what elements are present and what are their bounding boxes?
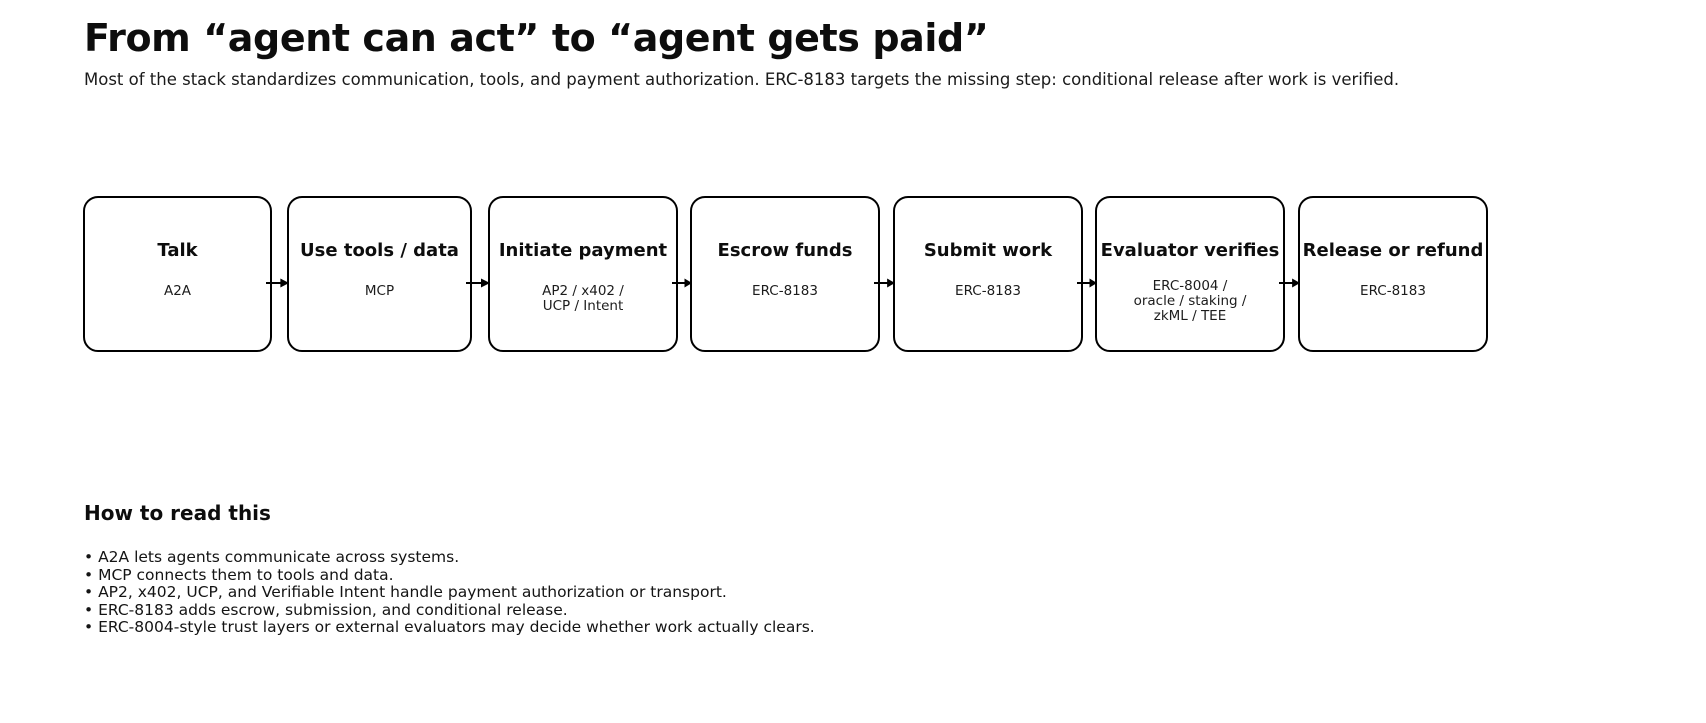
notes-heading: How to read this xyxy=(84,501,271,525)
note-item: • ERC-8004-style trust layers or externa… xyxy=(84,618,815,636)
flow-step-subtitle: A2A xyxy=(163,283,192,299)
page-title: From “agent can act” to “agent gets paid… xyxy=(84,16,989,60)
note-item: • A2A lets agents communicate across sys… xyxy=(84,548,460,566)
flow-step-title: Use tools / data xyxy=(300,240,459,261)
notes-list: • A2A lets agents communicate across sys… xyxy=(84,549,815,637)
flow-step-title: Talk xyxy=(157,240,198,261)
note-item: • MCP connects them to tools and data. xyxy=(84,565,394,584)
note-item: • ERC-8183 adds escrow, submission, and … xyxy=(84,600,568,619)
flow-step-subtitle: ERC-8183 xyxy=(955,283,1021,299)
flow-step-subtitle: ERC-8004 / oracle / staking / zkML / TEE xyxy=(1133,278,1247,324)
flow-step-title: Submit work xyxy=(923,240,1053,261)
flow-step-title: Escrow funds xyxy=(717,240,853,261)
flow-step-subtitle: ERC-8183 xyxy=(1360,283,1426,299)
flow-step-title: Evaluator verifies xyxy=(1100,240,1280,261)
flow-step-subtitle: AP2 / x402 / UCP / Intent xyxy=(542,283,624,314)
note-item: • AP2, x402, UCP, and Verifiable Intent … xyxy=(84,583,727,601)
flow-step-title: Initiate payment xyxy=(498,240,668,261)
flow-step-subtitle: ERC-8183 xyxy=(752,283,818,299)
flow-step-title: Release or refund xyxy=(1302,240,1484,261)
page-subtitle: Most of the stack standardizes communica… xyxy=(84,70,1400,89)
flow-step-subtitle: MCP xyxy=(364,283,395,299)
